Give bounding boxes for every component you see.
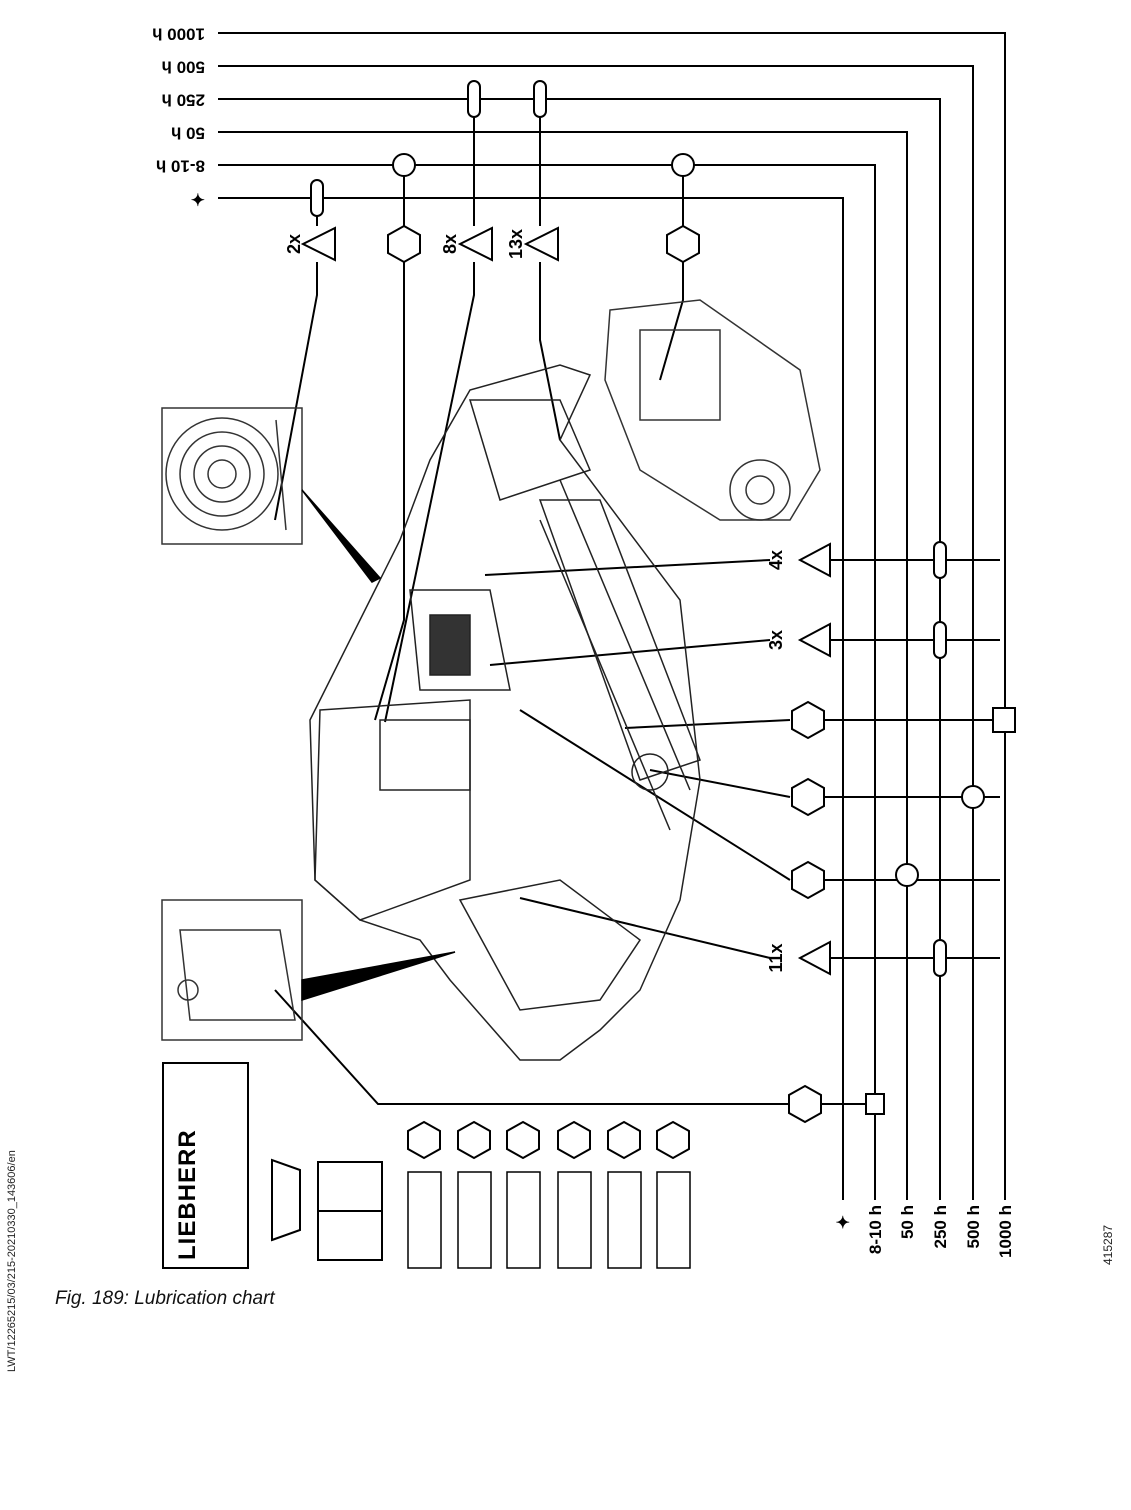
- lubrication-chart: 2x 8x 13x 4x 3x 11x 1000 h 500 h 250 h 5…: [152, 25, 1016, 1269]
- count-13x: 13x: [506, 229, 526, 259]
- legend-boxes: [407, 1171, 691, 1269]
- inset-engine: [604, 299, 821, 521]
- logo-text: LIEBHERR: [174, 1129, 201, 1260]
- figure-number: 415287: [1101, 1224, 1115, 1265]
- top-interval-symbols: [310, 80, 695, 217]
- right-leaders: [274, 559, 1000, 1105]
- top-label-1000h: 1000 h: [152, 25, 205, 44]
- count-2x: 2x: [284, 234, 304, 254]
- top-leaders: [274, 99, 684, 723]
- top-label-500h: 500 h: [162, 58, 205, 77]
- legend-symbols: [407, 1120, 690, 1160]
- top-label-250h: 250 h: [162, 91, 205, 110]
- top-label-8-10h: 8-10 h: [156, 157, 205, 176]
- top-label-star: ✦: [191, 190, 205, 209]
- bottom-label-1000h: 1000 h: [996, 1205, 1015, 1258]
- bottom-label-250h: 250 h: [931, 1205, 950, 1248]
- count-4x: 4x: [766, 550, 786, 570]
- brand-logo: [162, 1062, 249, 1269]
- right-point-symbols: [788, 541, 1016, 1124]
- bottom-label-8-10h: 8-10 h: [866, 1205, 885, 1254]
- document-id: LWT/12265215/03/215-20210330_143606/en: [6, 1150, 18, 1372]
- inset-fan: [161, 407, 382, 583]
- count-8x: 8x: [440, 234, 460, 254]
- inset-tank: [161, 899, 456, 1041]
- count-11x: 11x: [766, 943, 786, 972]
- top-label-50h: 50 h: [171, 124, 205, 143]
- interval-lines: [218, 32, 1006, 1200]
- bottom-label-50h: 50 h: [898, 1205, 917, 1239]
- top-point-symbols: [300, 224, 700, 264]
- count-3x: 3x: [766, 630, 786, 650]
- machine-illustration: [309, 364, 701, 1061]
- figure-caption: Fig. 189: Lubrication chart: [55, 1288, 275, 1309]
- bottom-label-500h: 500 h: [964, 1205, 983, 1248]
- bottom-label-star: ✦: [834, 1215, 853, 1229]
- manual-icon: [271, 1158, 383, 1261]
